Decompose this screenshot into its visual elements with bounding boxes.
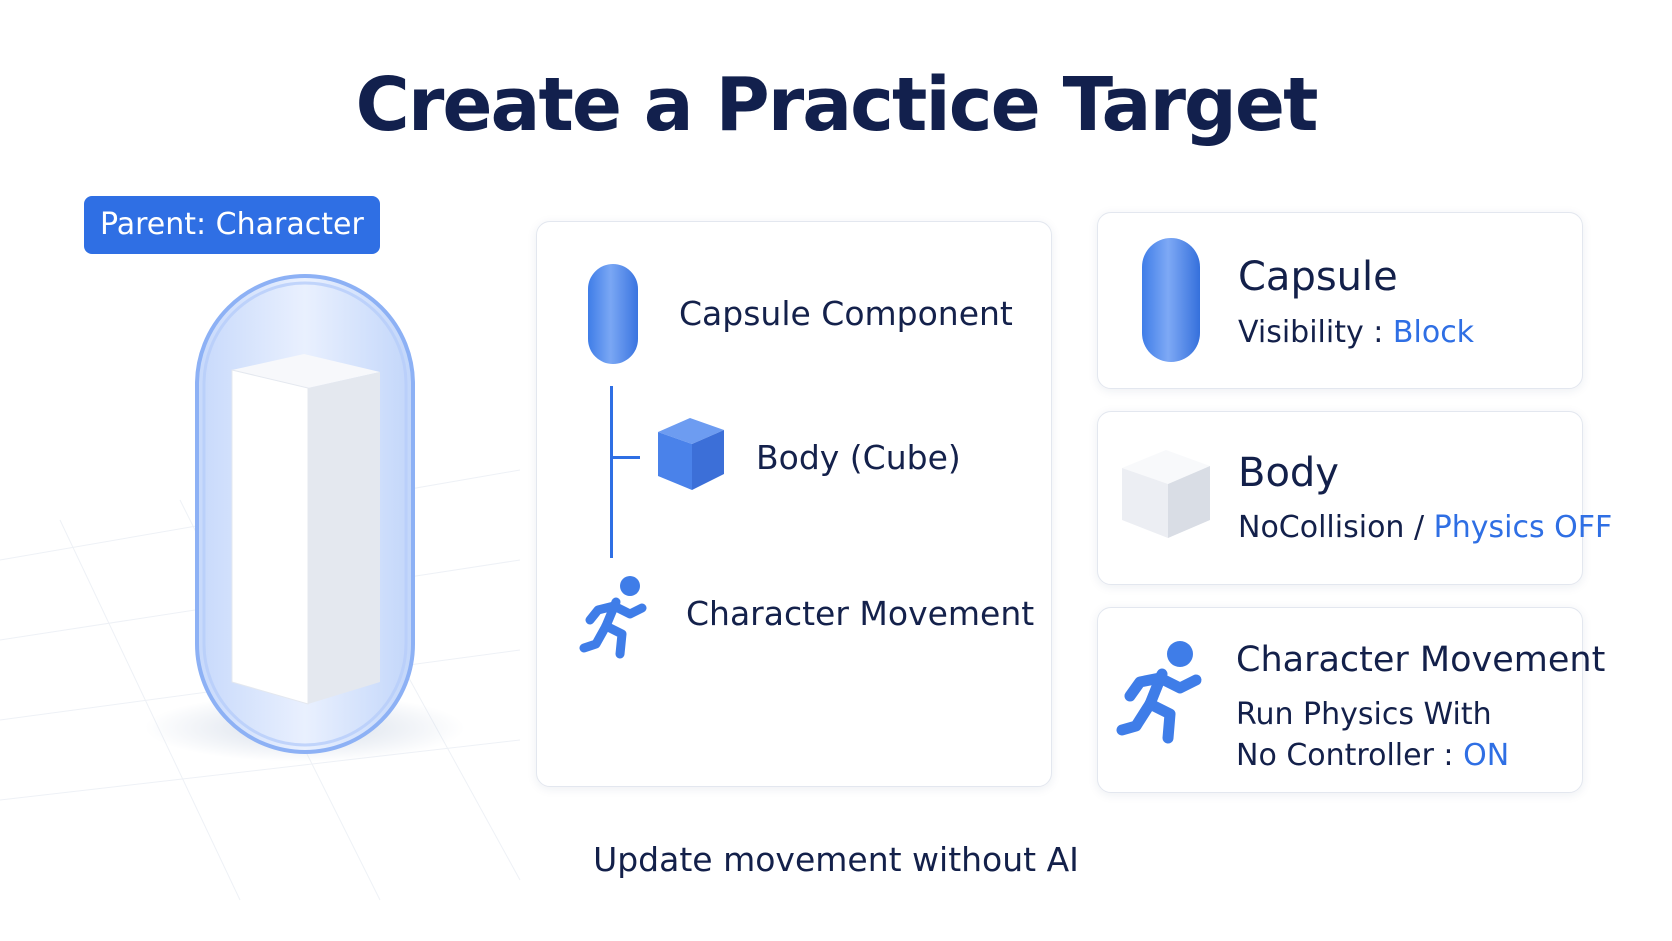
body-collision-line: NoCollision / Physics OFF	[1238, 510, 1612, 545]
capsule-visibility-line: Visibility : Block	[1238, 315, 1474, 350]
page-title: Create a Practice Target	[355, 62, 1319, 148]
capsule-icon	[588, 264, 638, 364]
character-capsule-illustration	[145, 274, 465, 762]
tree-item-character-movement: Character Movement	[686, 594, 1035, 633]
run-physics-label: Run Physics With	[1236, 697, 1492, 732]
cube-icon	[1122, 450, 1210, 538]
tree-connector-vertical	[610, 386, 613, 558]
running-person-icon	[1116, 641, 1202, 744]
capsule-icon	[1142, 238, 1200, 362]
footer-caption: Update movement without AI	[593, 840, 1079, 879]
visibility-label: Visibility :	[1238, 315, 1393, 350]
tree-connector-branch	[610, 456, 640, 459]
no-controller-label: No Controller :	[1236, 738, 1464, 773]
parent-character-badge: Parent: Character	[84, 196, 380, 254]
running-person-icon	[579, 576, 647, 659]
visibility-value: Block	[1392, 315, 1475, 350]
capsule-title: Capsule	[1238, 254, 1398, 300]
cube-icon	[658, 418, 724, 490]
collision-label: NoCollision /	[1238, 510, 1434, 545]
physics-value: Physics OFF	[1433, 510, 1613, 545]
no-controller-value: ON	[1463, 738, 1510, 773]
character-movement-property-card	[1097, 607, 1583, 793]
character-movement-title: Character Movement	[1236, 640, 1606, 680]
tree-item-body-cube: Body (Cube)	[756, 438, 961, 477]
body-title: Body	[1238, 450, 1339, 496]
run-physics-line-2: No Controller : ON	[1236, 738, 1509, 773]
tree-item-capsule-component: Capsule Component	[679, 294, 1013, 333]
run-physics-line-1: Run Physics With	[1236, 697, 1492, 732]
